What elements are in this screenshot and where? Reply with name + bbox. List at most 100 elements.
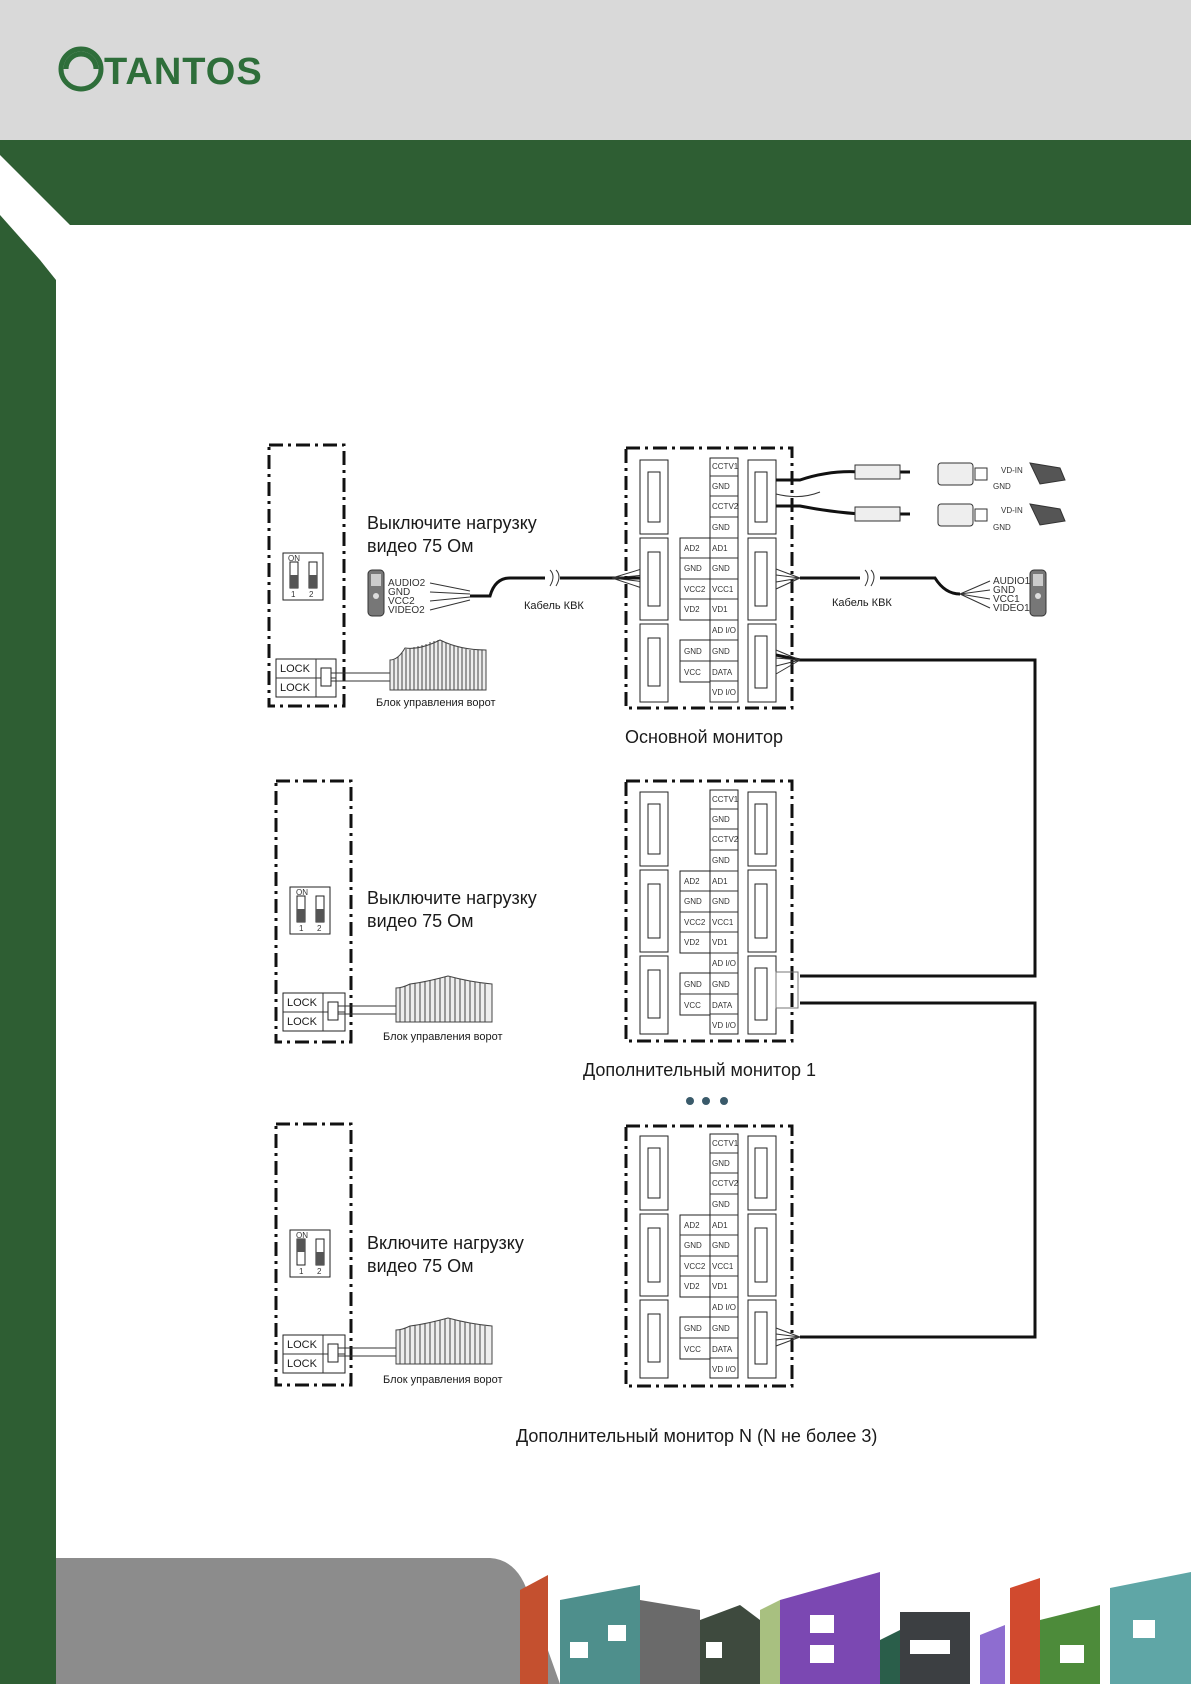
term-gnd-b: GND (684, 647, 702, 656)
term-vcc2: VCC2 (684, 1262, 706, 1271)
gate-1: Блок управления ворот (376, 639, 496, 709)
term-gnd-2: GND (712, 856, 730, 865)
logo-text: TANTOS (104, 51, 263, 93)
note-3-line2: видео 75 Ом (367, 1256, 474, 1276)
term-vd1: VD1 (712, 938, 728, 947)
term-ad1: AD1 (712, 544, 728, 553)
term-vcc1: VCC1 (712, 1262, 734, 1271)
dip-1-label: 1 (291, 590, 296, 599)
gate-3: Блок управления ворот (383, 1317, 503, 1386)
term-gnd: GND (684, 1241, 702, 1250)
ellipsis-dots (686, 1097, 728, 1105)
dip-1-label: 1 (299, 924, 304, 933)
term-gnd-3: GND (712, 1241, 730, 1250)
term-ad2: AD2 (684, 877, 700, 886)
panel-right-pin-vcc: VCC1 (993, 594, 1020, 605)
term-vd2: VD2 (684, 605, 700, 614)
dip-2-label: 2 (317, 1267, 322, 1276)
term-gnd: GND (684, 564, 702, 573)
doorstation-1-frame (267, 443, 346, 708)
caption-extra-monitor-n: Дополнительный монитор N (N не более 3) (516, 1426, 877, 1446)
lock-label-2: LOCK (280, 682, 311, 694)
panel-left-pin-audio: AUDIO2 (388, 578, 426, 589)
header-band (0, 0, 1191, 140)
term-ad2: AD2 (684, 1221, 700, 1230)
panel-right-pin-gnd: GND (993, 585, 1015, 596)
note-1-line2: видео 75 Ом (367, 536, 474, 556)
term-adio: AD I/O (712, 1303, 736, 1312)
term-gnd-2: GND (712, 523, 730, 532)
panel-left-pin-video: VIDEO2 (388, 605, 425, 616)
term-vcc: VCC (684, 668, 701, 677)
term-gnd: GND (684, 897, 702, 906)
panel-right-pin-audio: AUDIO1 (993, 576, 1031, 587)
term-ad1: AD1 (712, 877, 728, 886)
gate-label-3: Блок управления ворот (383, 1374, 503, 1386)
note-1-line1: Выключите нагрузку (367, 513, 537, 533)
lock-label-1: LOCK (280, 663, 311, 675)
term-adio: AD I/O (712, 626, 736, 635)
term-vcc2: VCC2 (684, 918, 706, 927)
term-cctv1: CCTV1 (712, 462, 739, 471)
term-vd2: VD2 (684, 1282, 700, 1291)
term-data: DATA (712, 1001, 733, 1010)
term-data: DATA (712, 1345, 733, 1354)
term-vcc1: VCC1 (712, 585, 734, 594)
call-panel-1: AUDIO1 GND VCC1 VIDEO1 Кабель КВК (775, 568, 1047, 617)
term-gnd-1: GND (712, 1159, 730, 1168)
bus-wiring (775, 649, 1037, 1347)
dip-on-label: ON (296, 888, 308, 897)
cam1-gnd: GND (993, 482, 1011, 491)
term-cctv2: CCTV2 (712, 502, 739, 511)
note-2-line2: видео 75 Ом (367, 911, 474, 931)
term-ad2: AD2 (684, 544, 700, 553)
doorstation-1: ON 1 2 LOCK LOCK (267, 443, 390, 708)
caption-extra-monitor-1: Дополнительный монитор 1 (583, 1060, 816, 1080)
term-vcc2: VCC2 (684, 585, 706, 594)
monitor-extra-1: AD2 GND VCC2 VD2 GND VCC CCTV1 GND CCTV2… (624, 779, 794, 1043)
gate-label-2: Блок управления ворот (383, 1031, 503, 1043)
term-gnd-1: GND (712, 815, 730, 824)
logo-ring-icon (58, 46, 104, 92)
footer-decoration (56, 1558, 1191, 1684)
lock-label-2: LOCK (287, 1358, 318, 1370)
term-cctv2: CCTV2 (712, 1179, 739, 1188)
note-2-line1: Выключите нагрузку (367, 888, 537, 908)
term-vcc1: VCC1 (712, 918, 734, 927)
panel-right-pin-video: VIDEO1 (993, 603, 1030, 614)
lock-label-1: LOCK (287, 1339, 318, 1351)
cctv-camera-icon (1029, 503, 1066, 526)
call-panel-2: AUDIO2 GND VCC2 VIDEO2 Кабель КВК (367, 567, 646, 617)
term-data: DATA (712, 668, 733, 677)
camera-2: VD-IN GND (776, 503, 1066, 532)
term-gnd-b: GND (684, 980, 702, 989)
dip-on-label: ON (296, 1231, 308, 1240)
cable-label-right: Кабель КВК (832, 597, 892, 609)
term-vd1: VD1 (712, 605, 728, 614)
monitor-main: AD2 GND VCC2 VD2 GND VCC CCTV1 GND CCTV2… (624, 446, 794, 710)
panel-left-pin-gnd: GND (388, 587, 410, 598)
term-vcc: VCC (684, 1001, 701, 1010)
doorstation-2-frame (274, 779, 353, 1044)
term-ad1: AD1 (712, 1221, 728, 1230)
header-green-stripe (0, 140, 1191, 225)
lock-label-1: LOCK (287, 997, 318, 1009)
term-cctv1: CCTV1 (712, 795, 739, 804)
dip-on-label: ON (288, 554, 300, 563)
dip-2-label: 2 (309, 590, 314, 599)
camera-1: VD-IN GND (775, 462, 1066, 498)
term-gnd-2: GND (712, 1200, 730, 1209)
left-green-stripe (0, 215, 56, 1684)
cable-label-left: Кабель КВК (524, 600, 584, 612)
cam1-vd-in: VD-IN (1001, 466, 1023, 475)
caption-main-monitor: Основной монитор (625, 727, 783, 747)
monitor-extra-n: AD2 GND VCC2 VD2 GND VCC CCTV1 GND CCTV2… (624, 1124, 794, 1388)
lock-label-2: LOCK (287, 1016, 318, 1028)
tantos-logo: TANTOS (58, 46, 263, 93)
term-adio: AD I/O (712, 959, 736, 968)
term-gnd-3: GND (712, 897, 730, 906)
term-vdio: VD I/O (712, 688, 736, 697)
term-gnd-4: GND (712, 647, 730, 656)
monitor-extra-n-frame (624, 1124, 794, 1388)
